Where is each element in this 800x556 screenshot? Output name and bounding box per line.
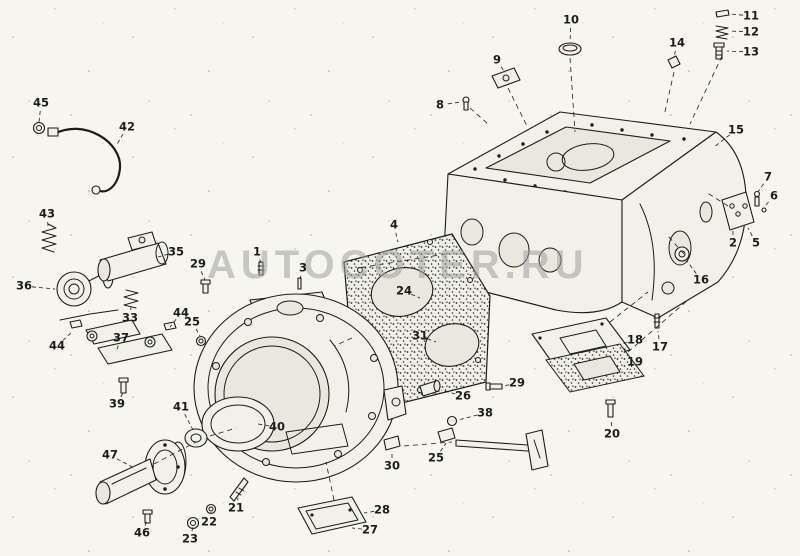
bottom-cover: [297, 496, 367, 535]
nut-23: [186, 516, 200, 530]
input-shaft: [95, 439, 187, 505]
bolt-20: [605, 399, 616, 418]
spring-33: [123, 289, 139, 309]
assembly-guide-lines: [153, 55, 729, 501]
detent-parts: [383, 379, 503, 451]
spring-43: [41, 223, 57, 253]
washer-22: [205, 503, 217, 515]
bolt-6-7: [753, 190, 767, 213]
drain-plug: [674, 246, 690, 262]
washer-25-left: [195, 335, 207, 347]
fitting-45: [32, 121, 46, 135]
gearbox-housing: [443, 111, 747, 319]
bracket-9: [491, 67, 521, 89]
shift-rail: [455, 429, 549, 471]
stud-17: [653, 313, 661, 329]
front-ring: [201, 396, 275, 452]
clutch-sleeve: [97, 231, 169, 282]
bolt-39: [118, 377, 129, 394]
bolt-8: [462, 96, 470, 111]
stud-21: [229, 477, 249, 502]
washer-41: [184, 428, 208, 448]
side-plate: [721, 191, 755, 231]
bolt-46: [142, 509, 153, 524]
watermark: AUTOCOTER.RU: [207, 243, 589, 287]
filler-cap: [558, 42, 582, 56]
pin-3: [297, 277, 302, 290]
bolt-29-left: [200, 279, 211, 294]
breather-parts: [667, 9, 730, 69]
clutch-fork: [59, 309, 177, 365]
hose-42: [47, 127, 122, 195]
side-cover-plates: [531, 317, 645, 393]
